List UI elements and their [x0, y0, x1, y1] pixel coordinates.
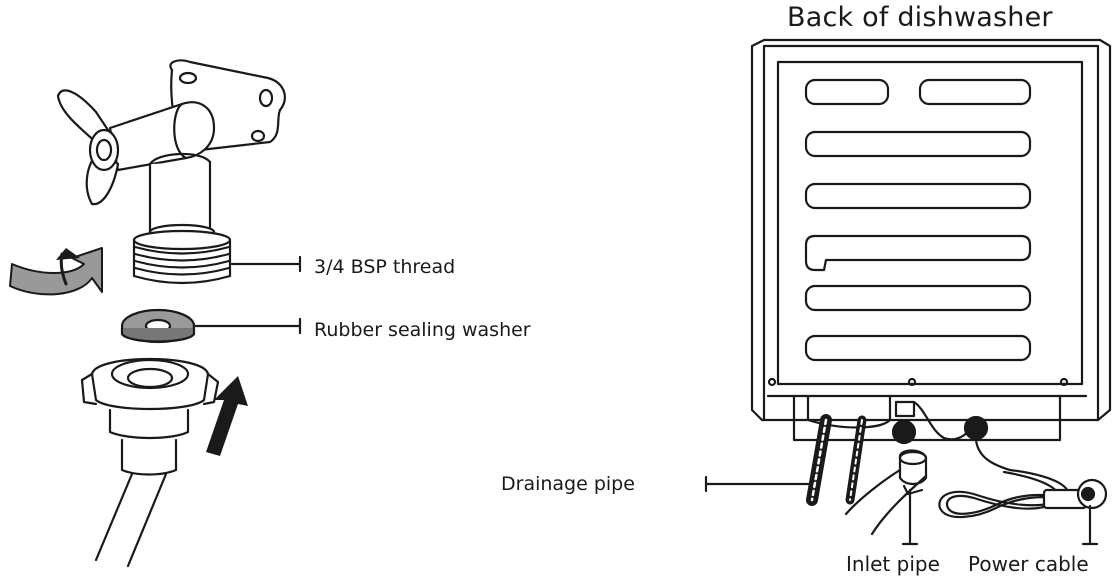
- drainage-leader-line: [704, 475, 814, 493]
- up-arrow-icon: [206, 376, 248, 456]
- power-leader-line: [1081, 504, 1099, 546]
- thread-label: 3/4 BSP thread: [314, 256, 456, 278]
- tap-icon: [56, 59, 286, 285]
- inlet-pipe-label: Inlet pipe: [846, 552, 940, 576]
- washer-leader-line: [192, 317, 302, 335]
- drainage-pipe-label: Drainage pipe: [501, 473, 635, 495]
- power-cable-label: Power cable: [968, 552, 1089, 576]
- diagram-title: Back of dishwasher: [787, 2, 1053, 33]
- hose-connector-icon: [80, 357, 220, 568]
- inlet-leader-line: [901, 488, 919, 546]
- washer-label: Rubber sealing washer: [314, 319, 531, 341]
- rubber-washer-icon: [120, 308, 196, 344]
- dishwasher-back-icon: [750, 38, 1112, 536]
- thread-leader-line: [230, 255, 302, 273]
- rotate-arrow-icon: [9, 247, 103, 296]
